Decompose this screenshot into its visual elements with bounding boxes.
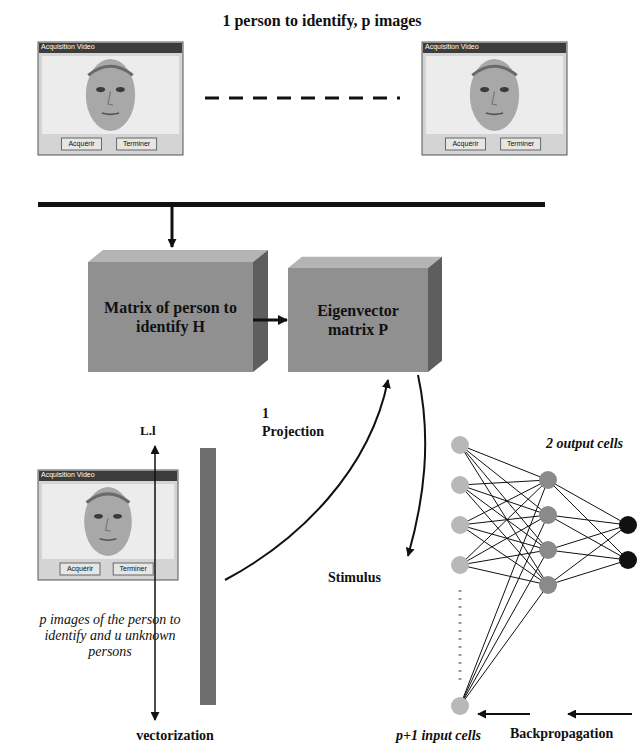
window-button [62,138,102,150]
vector-bar [200,448,216,705]
dimension-label: L.l [140,424,180,439]
collector-bar [38,202,545,207]
flow-connector [253,319,287,322]
button-label: Acquérir [60,565,100,573]
dimension-label: 1 [262,406,282,422]
button-label: Terminer [113,565,153,573]
box-label: Eigenvector matrix P [296,301,420,339]
layer-label: 2 output cells [546,436,642,452]
window-title: Acquisition Video [41,471,175,479]
button-label: Terminer [501,140,541,148]
neural-network [451,436,637,715]
box-3d-faces [288,257,442,372]
window-content [426,56,563,134]
layer-label: p+1 input cells [396,728,508,744]
backprop-arrow [568,713,632,715]
window-button [117,138,157,150]
matrix-box: Eigenvector matrix P [288,268,428,372]
step-label: vectorization [110,728,240,744]
window-frame [38,42,183,155]
box-3d-faces [88,250,268,372]
projection-arrow [225,380,388,580]
window-titlebar [39,43,182,53]
button-label: Acquérir [446,140,486,148]
box-label: Matrix of person to identify H [96,298,245,336]
window-button [446,138,486,150]
face-photo [86,59,135,131]
window-titlebar [423,43,566,53]
window-screenshot [38,470,178,580]
step-label: Backpropagation [510,726,640,742]
window-frame [422,42,567,155]
diagram-title: 1 person to identify, p images [0,12,644,30]
button-label: Terminer [117,140,157,148]
dashed-line [205,97,400,100]
face-photo [84,487,132,556]
window-content [42,484,174,559]
window-title: Acquisition Video [41,43,180,51]
window-titlebar [39,471,177,481]
step-label: Stimulus [328,570,402,586]
face-photo [470,59,519,131]
window-frame [38,470,178,580]
matrix-box: Matrix of person to identify H [88,262,253,372]
step-label: Projection [262,424,352,440]
window-screenshot [422,42,567,155]
input-description: p images of the person to identify and u… [28,612,192,660]
flow-arrow [171,207,174,247]
window-button [501,138,541,150]
button-label: Acquérir [62,140,102,148]
window-content [42,56,179,134]
window-button [60,563,100,575]
dimension-arrow [154,446,156,720]
window-button [113,563,153,575]
backprop-arrow [478,713,530,715]
window-title: Acquisition Video [425,43,564,51]
ellipsis-dots [459,590,462,684]
stimulus-arrow [408,375,425,556]
window-screenshot [38,42,183,155]
